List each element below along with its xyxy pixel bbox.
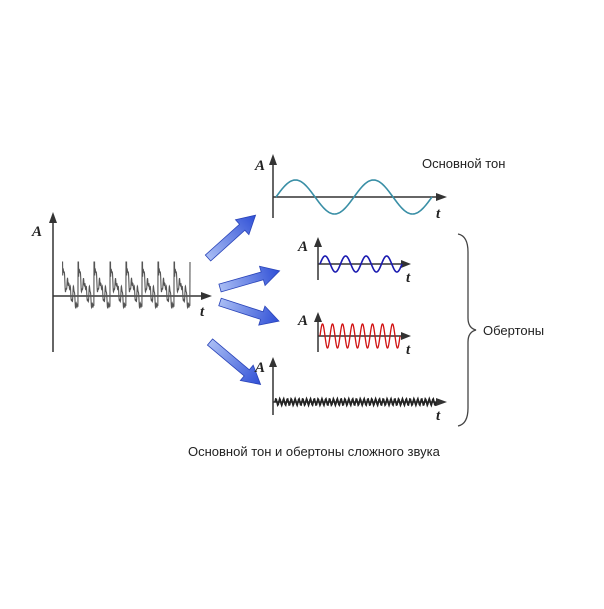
overtone-1-y-label: A — [297, 239, 308, 255]
overtones-label: Обертоны — [483, 323, 544, 338]
complex-wave-y-label: A — [31, 224, 42, 240]
overtone-2-y-arrowhead — [314, 312, 322, 322]
overtone-3-wave — [274, 396, 437, 408]
overtone-3-y-arrowhead — [269, 357, 277, 367]
overtone-2-graph: A t — [297, 312, 411, 358]
fundamental-graph: A t Основной тон — [254, 154, 505, 222]
arrow-to-overtone-1 — [218, 265, 281, 293]
overtone-1-y-arrowhead — [314, 237, 322, 247]
complex-wave-x-label: t — [200, 304, 205, 320]
decomposition-arrows — [204, 214, 281, 385]
arrow-to-overtone-3 — [206, 338, 262, 385]
overtone-2-x-label: t — [406, 342, 411, 358]
complex-wave-graph: A t — [31, 212, 212, 352]
overtone-3-x-arrowhead — [436, 398, 447, 406]
overtone-1-x-arrowhead — [401, 260, 411, 268]
fundamental-x-arrowhead — [436, 193, 447, 201]
arrow-to-fundamental — [204, 214, 257, 262]
arrow-to-overtone-2 — [218, 297, 280, 326]
overtones-brace — [457, 233, 477, 427]
overtone-2-wave — [319, 323, 401, 349]
overtone-1-x-label: t — [406, 270, 411, 286]
overtone-2-x-arrowhead — [401, 332, 411, 340]
diagram-caption: Основной тон и обертоны сложного звука — [188, 444, 441, 459]
fundamental-y-label: A — [254, 158, 265, 174]
complex-wave-y-arrowhead — [49, 212, 57, 223]
overtone-1-graph: A t — [297, 237, 411, 286]
fundamental-y-arrowhead — [269, 154, 277, 165]
fundamental-sine-wave — [275, 179, 433, 215]
overtone-2-y-label: A — [297, 313, 308, 329]
overtone-3-x-label: t — [436, 408, 441, 424]
overtone-3-y-label: A — [254, 360, 265, 376]
complex-wave-x-arrowhead — [201, 292, 212, 300]
fundamental-x-label: t — [436, 206, 441, 222]
overtone-3-graph: A t — [254, 357, 447, 424]
overtone-1-wave — [319, 255, 403, 273]
fundamental-label: Основной тон — [422, 156, 505, 171]
complex-waveform — [62, 261, 191, 310]
